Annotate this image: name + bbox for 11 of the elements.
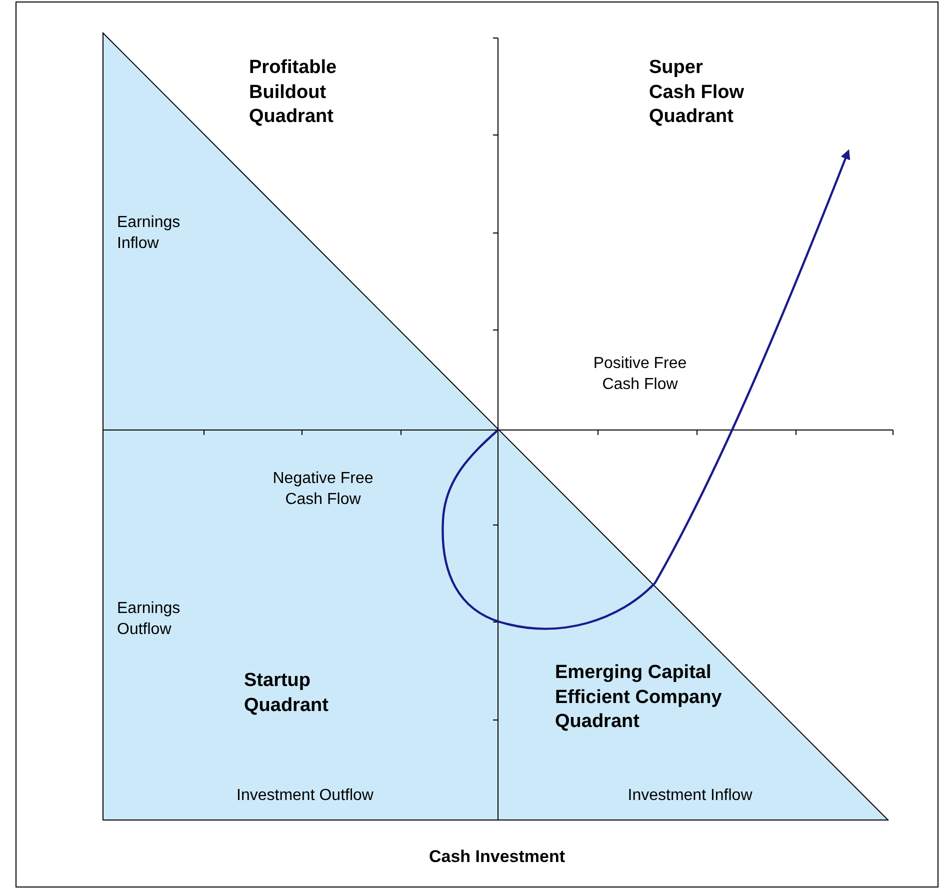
region-label: Negative Free Cash Flow — [272, 469, 374, 510]
region-label: Investment Outflow — [236, 786, 374, 806]
region-label: Positive Free Cash Flow — [592, 354, 688, 395]
region-label: Investment Inflow — [626, 786, 754, 806]
quadrant-label: Startup Quadrant — [244, 669, 330, 718]
quadrant-label: Profitable Buildout Quadrant — [249, 56, 338, 130]
quadrant-label: Super Cash Flow Quadrant — [649, 56, 746, 130]
axis-title: Cash Investment — [428, 846, 566, 868]
region-label: Earnings Inflow — [117, 213, 182, 254]
region-label: Earnings Outflow — [117, 599, 182, 640]
quadrant-label: Emerging Capital Efficient Company Quadrant — [555, 661, 723, 734]
